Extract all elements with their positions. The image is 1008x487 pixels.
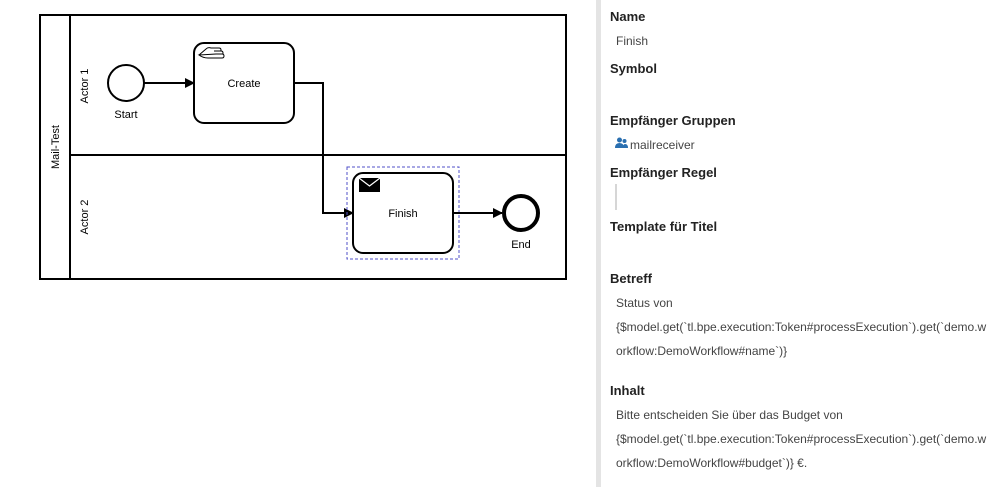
recipient-rule-label: Empfänger Regel xyxy=(610,165,717,180)
lane-actor-1[interactable]: Actor 1 xyxy=(79,69,91,104)
content-line: {$model.get(`tl.bpe.execution:Token#proc… xyxy=(616,432,987,446)
task-finish-label: Finish xyxy=(388,208,417,220)
name-label: Name xyxy=(610,9,646,24)
task-create-label: Create xyxy=(227,78,260,90)
lane-label: Actor 1 xyxy=(79,69,91,104)
content-label: Inhalt xyxy=(610,383,645,398)
name-value[interactable]: Finish xyxy=(616,34,649,48)
end-event[interactable]: End xyxy=(502,194,540,251)
symbol-label: Symbol xyxy=(610,61,657,76)
task-create[interactable]: Create xyxy=(193,42,295,124)
subject-line: orkflow:DemoWorkflow#name`)} xyxy=(616,344,788,358)
content-line: orkflow:DemoWorkflow#budget`)} €. xyxy=(616,456,808,470)
hand-icon xyxy=(197,47,225,59)
content-line: Bitte entscheiden Sie über das Budget vo… xyxy=(616,408,843,422)
subject-line: {$model.get(`tl.bpe.execution:Token#proc… xyxy=(616,320,987,334)
task-finish[interactable]: Finish xyxy=(352,172,454,254)
diagram-canvas[interactable]: Mail-Test Actor 1 Actor 2 Start Create xyxy=(0,0,596,487)
recipient-groups-label: Empfänger Gruppen xyxy=(610,113,736,128)
subject-label: Betreff xyxy=(610,271,652,286)
recipient-rule-editor[interactable] xyxy=(615,184,617,210)
pool-mail-test[interactable]: Mail-Test xyxy=(39,14,567,280)
title-template-label: Template für Titel xyxy=(610,219,718,234)
lane-label: Actor 2 xyxy=(79,200,91,235)
subject-line: Status von xyxy=(616,296,673,310)
users-icon xyxy=(615,137,628,152)
properties-panel: Name Finish Symbol Empfänger Gruppen mai… xyxy=(610,0,1002,487)
recipient-group-item[interactable]: mailreceiver xyxy=(630,138,695,152)
lane-actor-2[interactable]: Actor 2 xyxy=(79,200,91,235)
start-event[interactable]: Start xyxy=(107,64,145,121)
pool-label: Mail-Test xyxy=(50,125,62,169)
envelope-icon xyxy=(358,177,381,192)
end-event-label: End xyxy=(511,239,531,251)
start-event-label: Start xyxy=(114,109,137,121)
sequence-flow[interactable] xyxy=(294,82,354,218)
panel-splitter[interactable] xyxy=(596,0,601,487)
